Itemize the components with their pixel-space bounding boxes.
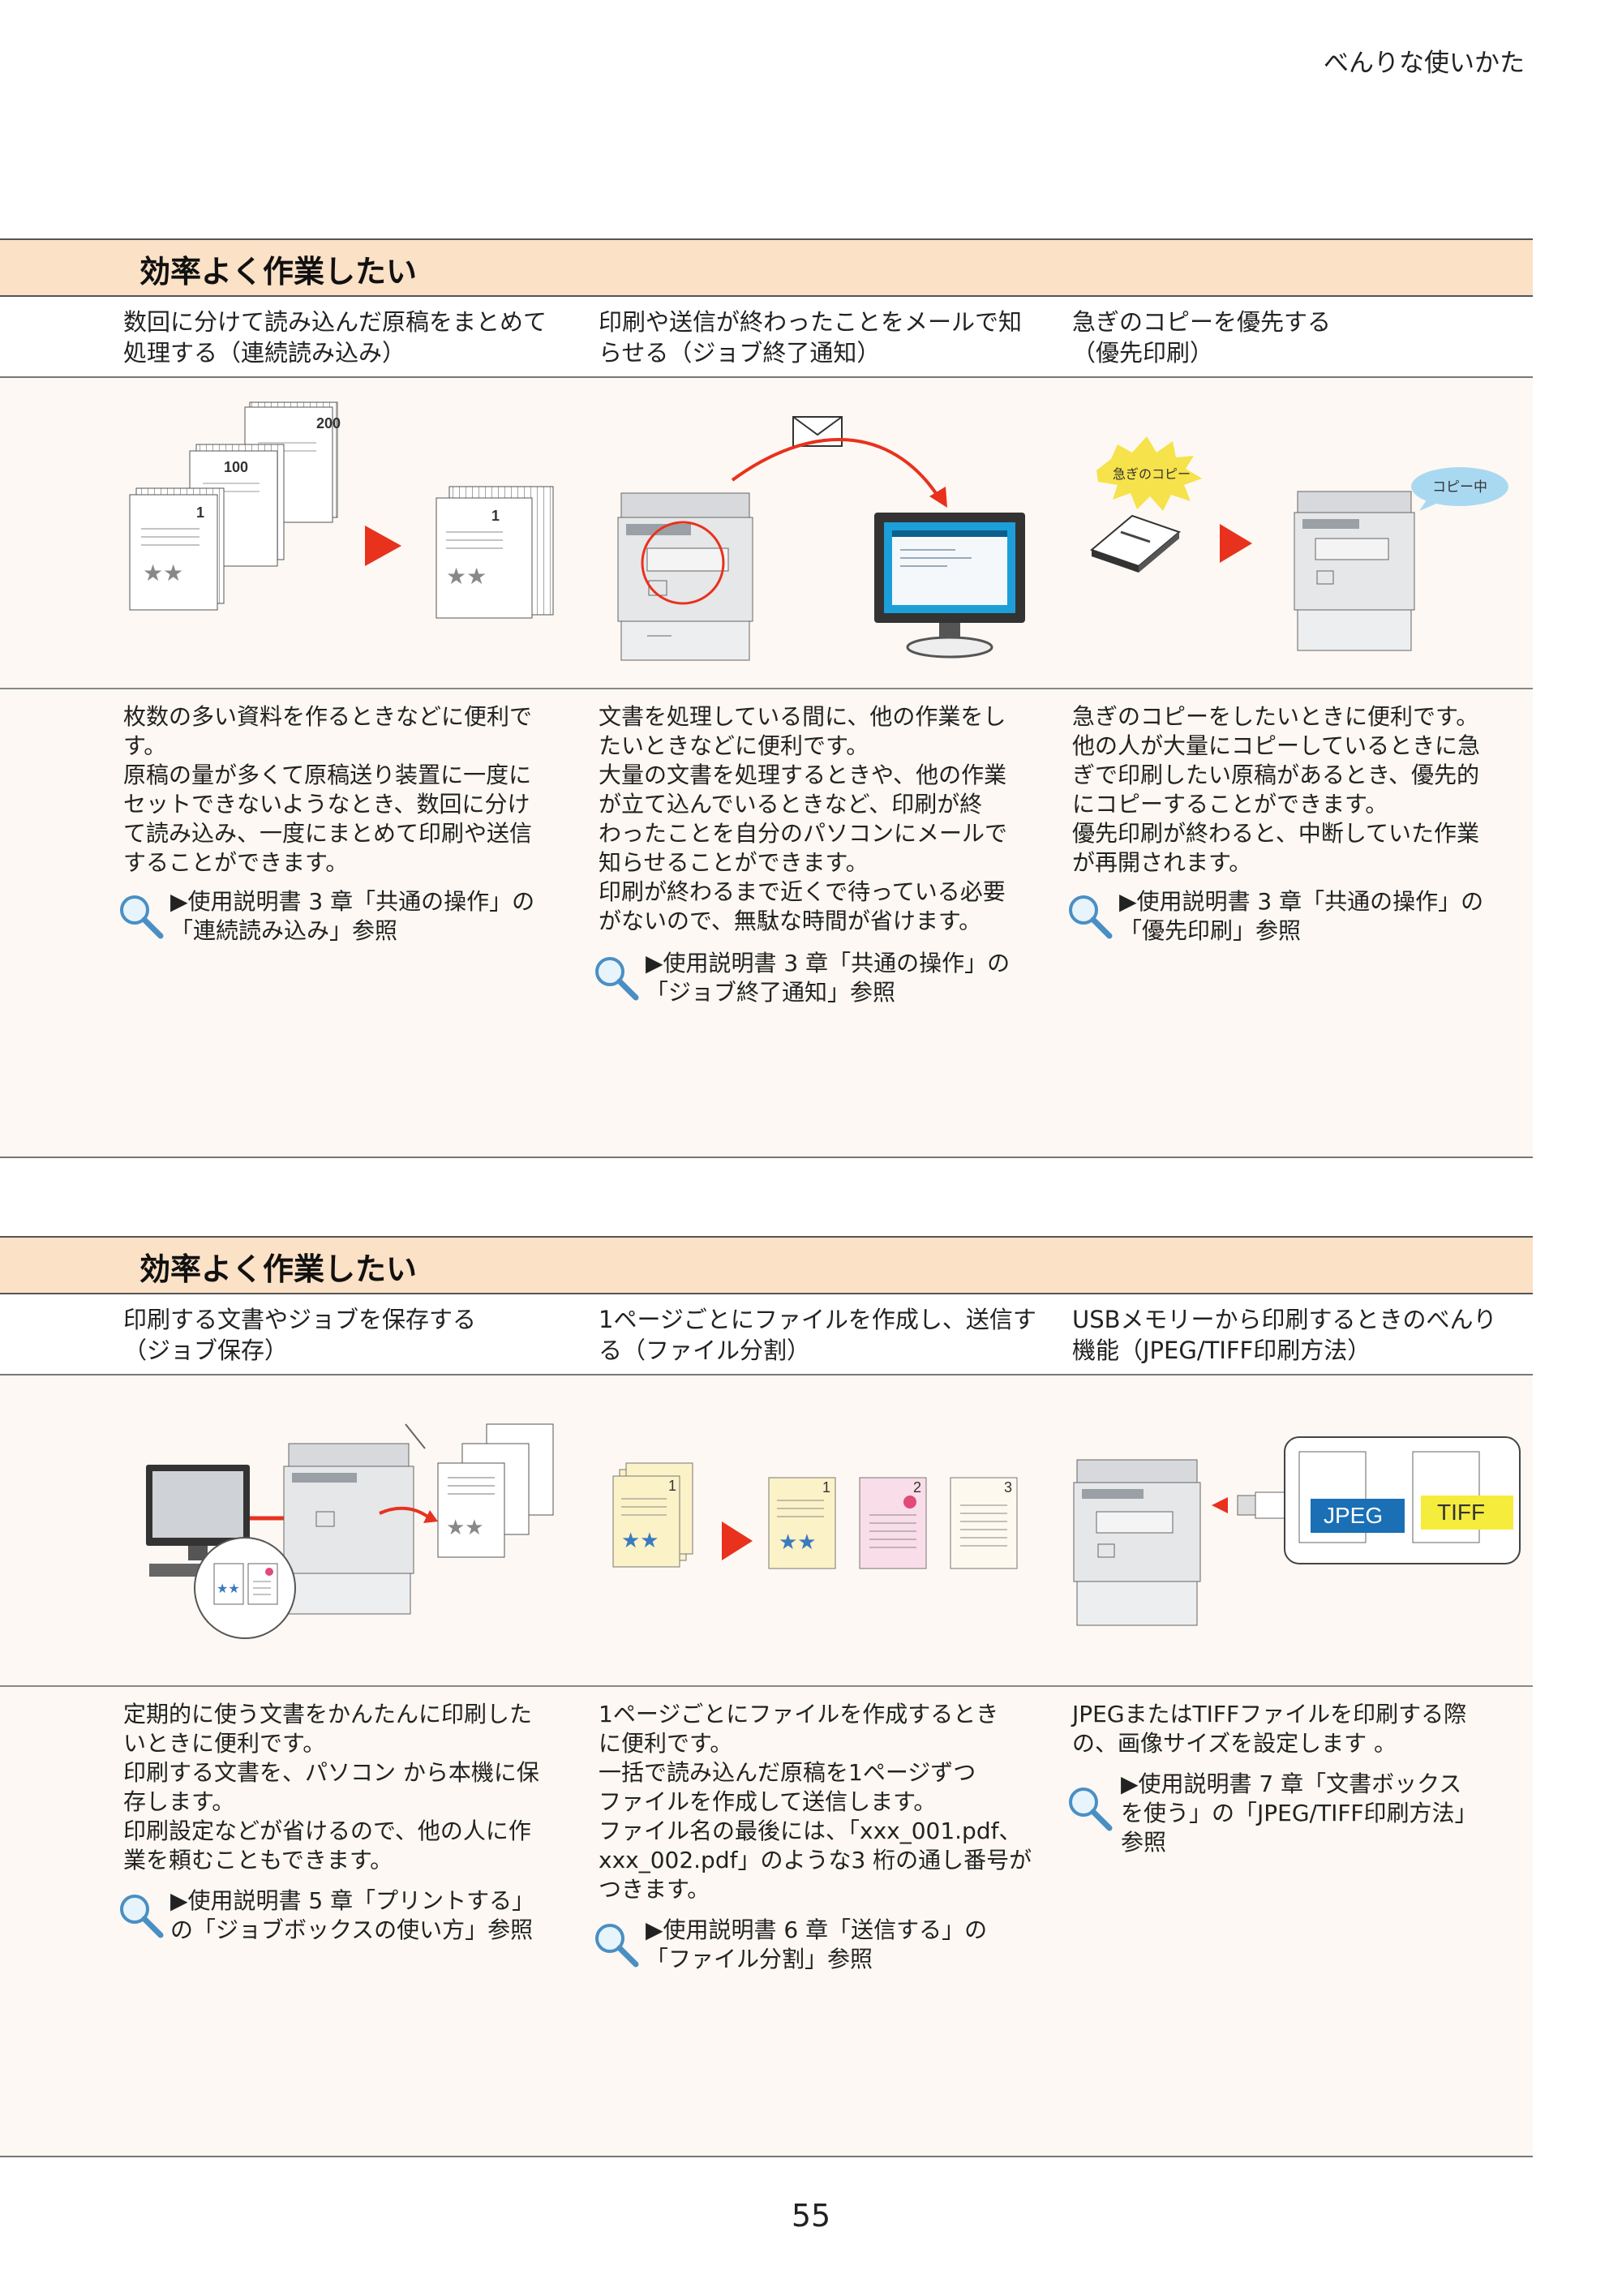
urgent-burst-icon — [1096, 436, 1202, 511]
bubble-label: コピー中 — [1432, 479, 1487, 496]
jpeg-label: JPEG — [1324, 1503, 1383, 1528]
monitor-icon — [874, 513, 1025, 659]
topic-job-end-notice: 印刷や送信が終わったことをメールで知 らせる（ジョブ終了通知） — [599, 308, 1023, 367]
magnifier-icon — [1069, 1787, 1113, 1831]
combined-stack-icon: 1 ★★ — [436, 486, 554, 619]
burst-label: 急ぎのコピー — [1113, 466, 1191, 482]
split-page-3-icon: 3 — [950, 1477, 1018, 1569]
priority-print-illustration: 急ぎのコピー コピー中 — [1090, 436, 1508, 651]
mfp-icon — [1294, 491, 1415, 651]
stack-1-icon: 1 ★★ — [129, 487, 225, 611]
arrow-icon — [365, 526, 401, 566]
topic-continuous-scan: 数回に分けて読み込んだ原稿をまとめて 処理する（連続読み込み） — [123, 308, 547, 367]
svg-text:★★: ★★ — [446, 563, 487, 590]
section-title: 効率よく作業したい — [139, 254, 418, 290]
reference-continuous-scan[interactable]: ▶使用説明書 3 章「共通の操作」の 「連続読み込み」参照 — [170, 888, 535, 944]
reference-jpeg-tiff-print[interactable]: ▶使用説明書 7 章「文書ボックス を使う」の「JPEG/TIFF印刷方法」 参… — [1121, 1770, 1478, 1856]
status-bubble-icon — [1411, 467, 1508, 506]
stack-label-1: 1 — [196, 504, 204, 521]
stack-label-200: 200 — [316, 415, 341, 431]
svg-text:★★: ★★ — [143, 560, 183, 586]
page-number: 1 — [822, 1479, 830, 1496]
description-jpeg-tiff-print: JPEGまたはTIFFファイルを印刷する際 の、画像サイズを設定します 。 — [1072, 1701, 1467, 1757]
continuous-scan-illustration: 200 100 1 ★★ — [129, 401, 554, 619]
usb-contents-panel: JPEG TIFF — [1284, 1436, 1521, 1564]
reference-job-store[interactable]: ▶使用説明書 5 章「プリントする」 の「ジョブボックスの使い方」参照 — [170, 1887, 535, 1943]
highlight-circle — [641, 521, 725, 605]
page-number: 3 — [1004, 1479, 1012, 1496]
tiff-label: TIFF — [1437, 1500, 1485, 1525]
illustration-row: ★★ ★★ 1 ★★ — [0, 1375, 1533, 1687]
mfp-icon — [1073, 1459, 1201, 1626]
stack-label-combined: 1 — [491, 508, 500, 524]
stack-label-100: 100 — [224, 459, 248, 475]
description-file-split: 1ページごとにファイルを作成するとき に便利です。 一括で読み込んだ原稿を1ペー… — [599, 1701, 1032, 1903]
split-page-2-icon: 2 — [859, 1477, 927, 1569]
page-number-footer: 55 — [791, 2198, 831, 2234]
magnifier-icon — [1069, 895, 1113, 939]
jpeg-badge — [1311, 1499, 1405, 1533]
reference-priority-print[interactable]: ▶使用説明書 3 章「共通の操作」の 「優先印刷」参照 — [1119, 888, 1484, 944]
topic-job-store: 印刷する文書やジョブを保存する （ジョブ保存） — [123, 1306, 477, 1364]
mfp-icon — [283, 1423, 426, 1615]
hand-icon — [405, 1423, 426, 1449]
section-title-bar: 効率よく作業したい — [0, 1236, 1533, 1294]
arrow-icon — [722, 1521, 753, 1560]
stored-document-circle-icon: ★★ — [194, 1537, 296, 1639]
reference-file-split[interactable]: ▶使用説明書 6 章「送信する」の 「ファイル分割」参照 — [646, 1916, 988, 1972]
tiff-badge — [1421, 1496, 1513, 1530]
magnifier-icon — [120, 1895, 164, 1938]
printed-documents-icon: ★★ — [437, 1423, 554, 1558]
svg-text:★★: ★★ — [779, 1530, 817, 1555]
chapter-label: べんりな使いかた — [1324, 49, 1525, 78]
description-job-store: 定期的に使う文書をかんたんに印刷した いときに便利です。 印刷する文書を、パソコ… — [123, 1701, 539, 1873]
description-continuous-scan: 枚数の多い資料を作るときなどに便利で す。 原稿の量が多くて原稿送り装置に一度に… — [123, 703, 533, 876]
page-number: 2 — [913, 1479, 921, 1496]
topic-file-split: 1ページごとにファイルを作成し、送信す る（ファイル分割） — [599, 1306, 1036, 1364]
magnifier-icon — [120, 895, 164, 939]
magnifier-icon — [595, 1924, 639, 1968]
section-title: 効率よく作業したい — [139, 1251, 418, 1287]
arrow-icon — [1212, 1497, 1228, 1513]
section-divider — [0, 1157, 1533, 1158]
send-arrow-icon — [731, 437, 941, 500]
section-title-bar: 効率よく作業したい — [0, 238, 1533, 297]
split-page-1-icon: 1 ★★ — [768, 1477, 836, 1569]
page-number: 1 — [668, 1478, 676, 1494]
section-divider — [0, 2156, 1533, 2157]
illustration-row: 200 100 1 ★★ — [0, 378, 1533, 689]
topic-jpeg-tiff-print: USBメモリーから印刷するときのべんり 機能（JPEG/TIFF印刷方法） — [1072, 1306, 1497, 1364]
description-job-end-notice: 文書を処理している間に、他の作業をし たいときなどに便利です。 大量の文書を処理… — [599, 703, 1008, 934]
svg-text:★★: ★★ — [446, 1516, 484, 1540]
original-document-stack-icon: 1 ★★ — [612, 1462, 693, 1568]
arrow-icon — [1220, 524, 1252, 563]
document-stack-icon — [1090, 514, 1181, 573]
usb-memory-icon — [1237, 1491, 1289, 1519]
section-1: 効率よく作業したい 数回に分けて読み込んだ原稿をまとめて 処理する（連続読み込み… — [0, 238, 1533, 1158]
jpeg-tiff-print-illustration: JPEG TIFF — [1073, 1436, 1521, 1626]
topic-row: 印刷する文書やジョブを保存する （ジョブ保存） 1ページごとにファイルを作成し、… — [0, 1294, 1533, 1375]
topic-row: 数回に分けて読み込んだ原稿をまとめて 処理する（連続読み込み） 印刷や送信が終わ… — [0, 297, 1533, 378]
reference-job-end-notice[interactable]: ▶使用説明書 3 章「共通の操作」の 「ジョブ終了通知」参照 — [646, 950, 1011, 1006]
description-priority-print: 急ぎのコピーをしたいときに便利です。 他の人が大量にコピーしているときに急 ぎで… — [1072, 703, 1481, 876]
svg-text:★★: ★★ — [217, 1581, 240, 1596]
svg-text:★★: ★★ — [621, 1529, 659, 1553]
magnifier-icon — [595, 957, 639, 1001]
job-end-notice-illustration — [617, 416, 1025, 661]
file-split-illustration: 1 ★★ 1 ★★ 2 3 — [612, 1462, 1018, 1569]
job-store-illustration: ★★ ★★ — [146, 1423, 554, 1639]
topic-priority-print: 急ぎのコピーを優先する （優先印刷） — [1072, 308, 1332, 367]
mfp-icon — [617, 492, 753, 661]
section-2: 効率よく作業したい 印刷する文書やジョブを保存する （ジョブ保存） 1ページごと… — [0, 1236, 1533, 2157]
computer-monitor-icon — [146, 1465, 250, 1577]
